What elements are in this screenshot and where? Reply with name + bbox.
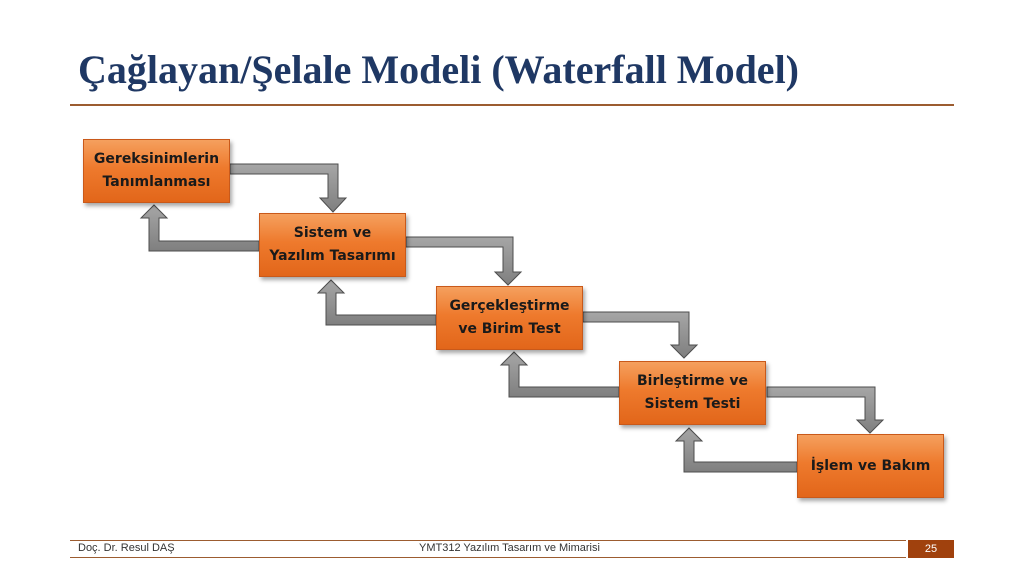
forward-arrow-4 [766, 386, 885, 434]
step-integration: Birleştirme ve Sistem Testi [619, 361, 766, 425]
slide-title: Çağlayan/Şelale Modeli (Waterfall Model) [78, 47, 799, 92]
feedback-arrow-1 [139, 204, 260, 252]
footer-author: Doç. Dr. Resul DAŞ [78, 542, 175, 554]
step-implementation: Gerçekleştirme ve Birim Test [436, 286, 583, 350]
forward-arrow-3 [582, 311, 699, 359]
forward-arrow-2 [405, 236, 523, 286]
feedback-arrow-4 [674, 427, 798, 473]
step-requirements: Gereksinimlerin Tanımlanması [83, 139, 230, 203]
feedback-arrow-2 [316, 279, 437, 326]
step-system-design: Sistem ve Yazılım Tasarımı [259, 213, 406, 277]
footer-course: YMT312 Yazılım Tasarım ve Mimarisi [419, 542, 600, 554]
forward-arrow-1 [229, 163, 348, 213]
slide-footer: Doç. Dr. Resul DAŞ YMT312 Yazılım Tasarı… [70, 540, 954, 558]
page-number: 25 [908, 540, 954, 558]
feedback-arrow-3 [499, 351, 620, 398]
footer-bar [70, 540, 906, 558]
title-underline [70, 104, 954, 106]
step-operation: İşlem ve Bakım [797, 434, 944, 498]
